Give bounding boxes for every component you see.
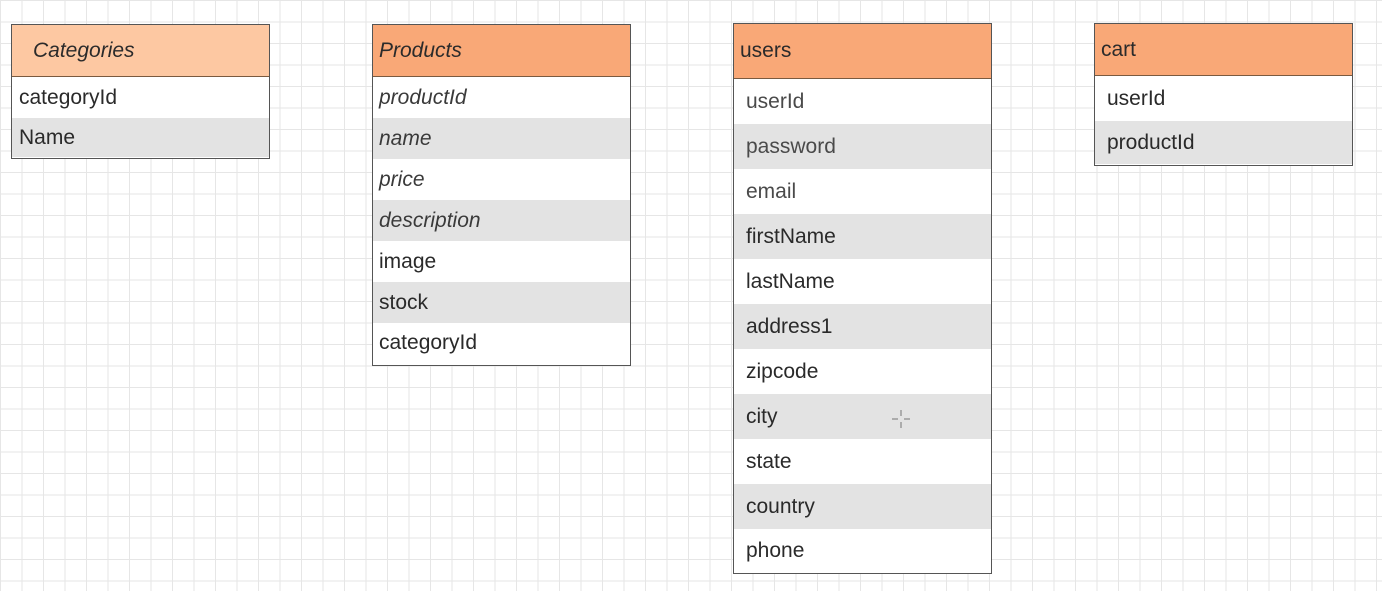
field-label: firstName (746, 224, 836, 248)
field-row[interactable]: productId (373, 77, 630, 118)
field-label: zipcode (746, 359, 819, 383)
field-label: Name (19, 125, 76, 149)
field-label: lastName (746, 269, 835, 293)
entity-users[interactable]: users userId password email firstName la… (733, 23, 992, 574)
field-label: password (746, 134, 836, 158)
field-label: price (379, 167, 425, 191)
entity-title: cart (1101, 37, 1137, 61)
entity-header-categories[interactable]: Categories (12, 25, 269, 77)
field-label: stock (379, 290, 429, 314)
field-row[interactable]: name (373, 118, 630, 159)
field-row[interactable]: address1 (734, 304, 991, 349)
entity-header-products[interactable]: Products (373, 25, 630, 77)
field-label: categoryId (379, 331, 478, 354)
field-label: productId (379, 85, 467, 109)
field-row[interactable]: categoryId (12, 77, 269, 118)
entity-title: Categories (33, 38, 135, 62)
field-row[interactable]: firstName (734, 214, 991, 259)
field-row[interactable]: zipcode (734, 349, 991, 394)
field-label: name (379, 126, 432, 150)
field-row[interactable]: state (734, 439, 991, 484)
field-label: phone (746, 538, 805, 562)
field-label: categoryId (19, 85, 118, 109)
field-label: state (746, 449, 792, 473)
field-row[interactable]: userId (1095, 76, 1352, 121)
field-row[interactable]: lastName (734, 259, 991, 304)
field-label: country (746, 494, 815, 518)
field-row[interactable]: price (373, 159, 630, 200)
field-label: email (746, 179, 797, 203)
field-label: image (379, 249, 437, 273)
field-row[interactable]: categoryId (373, 323, 630, 363)
entity-categories[interactable]: Categories categoryId Name (11, 24, 270, 159)
entity-cart[interactable]: cart userId productId (1094, 23, 1353, 166)
field-row[interactable]: description (373, 200, 630, 241)
entity-products[interactable]: Products productId name price descriptio… (372, 24, 631, 366)
field-row[interactable]: image (373, 241, 630, 282)
entity-header-cart[interactable]: cart (1095, 24, 1352, 76)
entity-title: Products (379, 38, 462, 62)
field-label: city (746, 404, 778, 428)
field-label: address1 (746, 314, 833, 338)
field-row[interactable]: country (734, 484, 991, 529)
field-label: userId (1107, 86, 1166, 110)
entity-title: users (740, 39, 792, 62)
field-row[interactable]: stock (373, 282, 630, 323)
field-row[interactable]: productId (1095, 121, 1352, 164)
field-label: userId (746, 89, 805, 113)
field-row[interactable]: Name (12, 118, 269, 157)
field-row[interactable]: userId (734, 79, 991, 124)
entity-header-users[interactable]: users (734, 24, 991, 79)
field-row[interactable]: password (734, 124, 991, 169)
field-row[interactable]: email (734, 169, 991, 214)
field-label: productId (1107, 130, 1195, 154)
field-label: description (379, 208, 481, 232)
crosshair-cursor-icon (892, 410, 910, 428)
field-row[interactable]: phone (734, 529, 991, 572)
field-row[interactable]: city (734, 394, 991, 439)
